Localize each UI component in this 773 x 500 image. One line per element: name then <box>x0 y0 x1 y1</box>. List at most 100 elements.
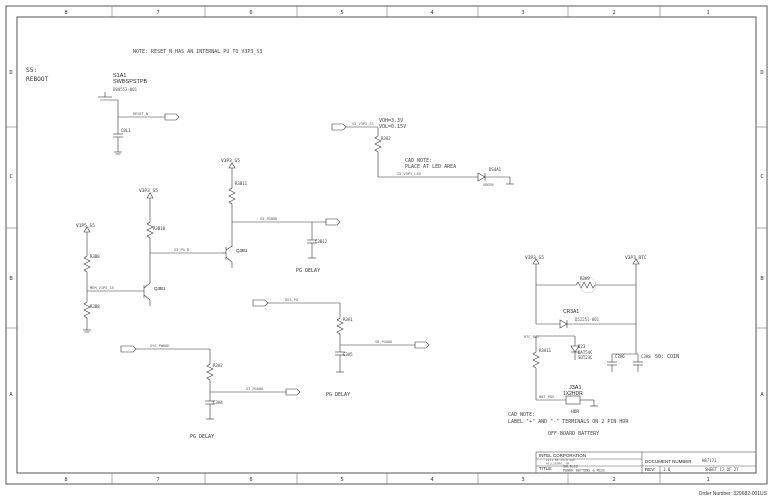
col-label-top: 4 <box>430 10 434 16</box>
pg-delay-2: PG DELAY <box>190 434 214 440</box>
net-s3-pgood: S3_PGOOD <box>246 387 263 391</box>
col-label-top: 8 <box>64 10 67 16</box>
pg-circuit-lower <box>120 345 301 420</box>
offpage-s5-pgood <box>325 218 341 226</box>
col-label-bottom: 6 <box>249 477 252 483</box>
net-mem-v1p5: MEM_V1P5_S5 <box>90 286 114 290</box>
col-label-top: 1 <box>706 10 709 16</box>
pg-delay-1: PG DELAY <box>296 268 320 274</box>
company-name: INTEL CORPORATION <box>539 453 586 458</box>
title-block-frame <box>535 451 757 474</box>
border-labels: 8 7 6 5 4 3 2 1 8 7 6 5 4 3 2 1 D C B A … <box>9 10 764 483</box>
col-label-bottom: 5 <box>340 477 343 483</box>
inner-border <box>16 16 757 474</box>
row-label-right: C <box>760 174 763 180</box>
col-label-top: 7 <box>156 10 159 16</box>
row-label-left: A <box>9 392 13 398</box>
led-color: GREEN <box>483 183 494 187</box>
q3b1-ref-b: Q3B1 <box>154 286 166 291</box>
net-s5-led: S5_V3P3_LED <box>397 172 421 176</box>
led-circuit <box>331 123 514 185</box>
net-s0-pgood: S0_PGOOD <box>375 340 392 344</box>
rail-v3p3-s5-c: V3P3_S5 <box>525 255 544 261</box>
r3a11-ref: R3A11 <box>539 348 552 353</box>
vol-label: VOL=0.15V <box>379 124 406 130</box>
row-label-left: D <box>9 70 12 76</box>
pg-circuit-middle <box>252 299 430 373</box>
title-line-1: GALILEO <box>563 465 578 469</box>
rail-v3p3-rtc: V3P3_RTC <box>625 255 647 261</box>
ds4a1-ref: DS4A1 <box>489 167 502 172</box>
title-line-2: POWER BUTTONS & MISC <box>563 469 605 473</box>
d23-ref: D23 <box>578 344 586 349</box>
col-label-bottom: 8 <box>64 477 67 483</box>
sheet-number: SHEET 17 OF 27 <box>705 467 739 472</box>
net-s5-pgood: S5_PGOOD <box>260 217 277 221</box>
j3a1-ref: J3A1 <box>569 385 582 391</box>
s0-coin-label: S0: COIN <box>655 354 679 360</box>
offboard-battery: OFF-BOARD BATTERY <box>548 431 599 437</box>
cr3a1-part: D52251-001 <box>575 317 600 322</box>
reboot-label: REBOOT <box>26 76 49 83</box>
col-label-bottom: 2 <box>612 477 615 483</box>
rail-v3p3-s5-a: V3P3_S5 <box>221 158 240 164</box>
net-s5-v3p3-s5: S5_V3P3_S5 <box>352 122 374 126</box>
net-rtc-bat: RTC_BAT <box>524 335 540 339</box>
col-label-bottom: 3 <box>521 477 524 483</box>
s5-label: S5: <box>26 67 37 74</box>
col-label-top: 5 <box>340 10 343 16</box>
col-label-top: 6 <box>249 10 252 16</box>
d23-pkg: SOT23C <box>578 355 593 360</box>
r3a9-ref: R3A9 <box>580 276 590 281</box>
reset-note: NOTE: RESET_N HAS AN INTERNAL PU TO V3P3… <box>133 49 262 55</box>
reset-net: RESET_N <box>133 112 148 116</box>
hdr-label: HDR <box>571 409 579 415</box>
switch-s1a1 <box>98 92 165 155</box>
voh-label: VOH=3.3V <box>379 118 403 124</box>
r3b8-ref-b: R3B8 <box>90 304 100 309</box>
rev-value: 1.0 <box>663 467 671 472</box>
row-label-left: C <box>9 174 12 180</box>
c3a5-ref: C3A5 <box>343 352 353 357</box>
j3a1-part: 1X2HDR <box>563 391 583 397</box>
s1a1-part: SWBSPSTPB <box>113 79 148 85</box>
q3b1-ref: Q3B1 <box>236 248 248 253</box>
col-label-top: 2 <box>612 10 615 16</box>
col-label-bottom: 4 <box>430 477 434 483</box>
order-number: Order Number: 329682-001US <box>699 491 768 497</box>
r3b10-ref: R3B10 <box>153 226 166 231</box>
row-label-right: D <box>760 70 763 76</box>
net-s3-pg-b: S3_PG_B <box>174 248 189 252</box>
r3a1-ref: R3A1 <box>343 317 353 322</box>
c8l1-ref: C8L1 <box>121 128 131 133</box>
c3a8-ref: C3A8 <box>641 354 651 359</box>
net-bat-pos: BAT_POS <box>539 395 554 399</box>
company-addr-1: 2111 NE 25TH AVE <box>546 458 575 462</box>
col-label-top: 3 <box>521 10 524 16</box>
rail-v1p5-s5: V1P5_S5 <box>76 223 95 229</box>
row-label-right: B <box>760 276 764 282</box>
col-label-bottom: 7 <box>156 477 159 483</box>
r3a2-ref-b: R3A2 <box>213 363 223 368</box>
rev-label: REV: <box>645 467 655 472</box>
offpage-reset <box>164 113 180 121</box>
c3a6-ref: C3A6 <box>615 354 625 359</box>
row-label-left: B <box>9 276 13 282</box>
doc-number: H87171 <box>702 458 717 463</box>
rtc-circuit <box>532 264 643 407</box>
cr3a1-ref: CR3A1 <box>563 309 579 315</box>
r3b8-ref: R3B8 <box>90 254 100 259</box>
outer-border <box>5 5 768 485</box>
cad-note-batt-1: CAD NOTE: <box>508 412 535 418</box>
thermal-highlight <box>579 276 597 294</box>
title-label: TITLE: <box>539 466 553 471</box>
d23-part: BAT54C <box>578 350 593 355</box>
row-label-right: A <box>760 392 764 398</box>
c3b12-ref: C3B12 <box>315 239 328 244</box>
s1a1-num: D80553-001 <box>113 87 138 92</box>
doc-number-label: DOCUMENT NUMBER <box>645 459 692 464</box>
pg-delay-3: PG DELAY <box>326 392 350 398</box>
s1a1-ref: S1A1 <box>113 73 126 79</box>
net-ds3-pg: DS3_PG <box>285 298 298 302</box>
col-label-bottom: 1 <box>706 477 709 483</box>
